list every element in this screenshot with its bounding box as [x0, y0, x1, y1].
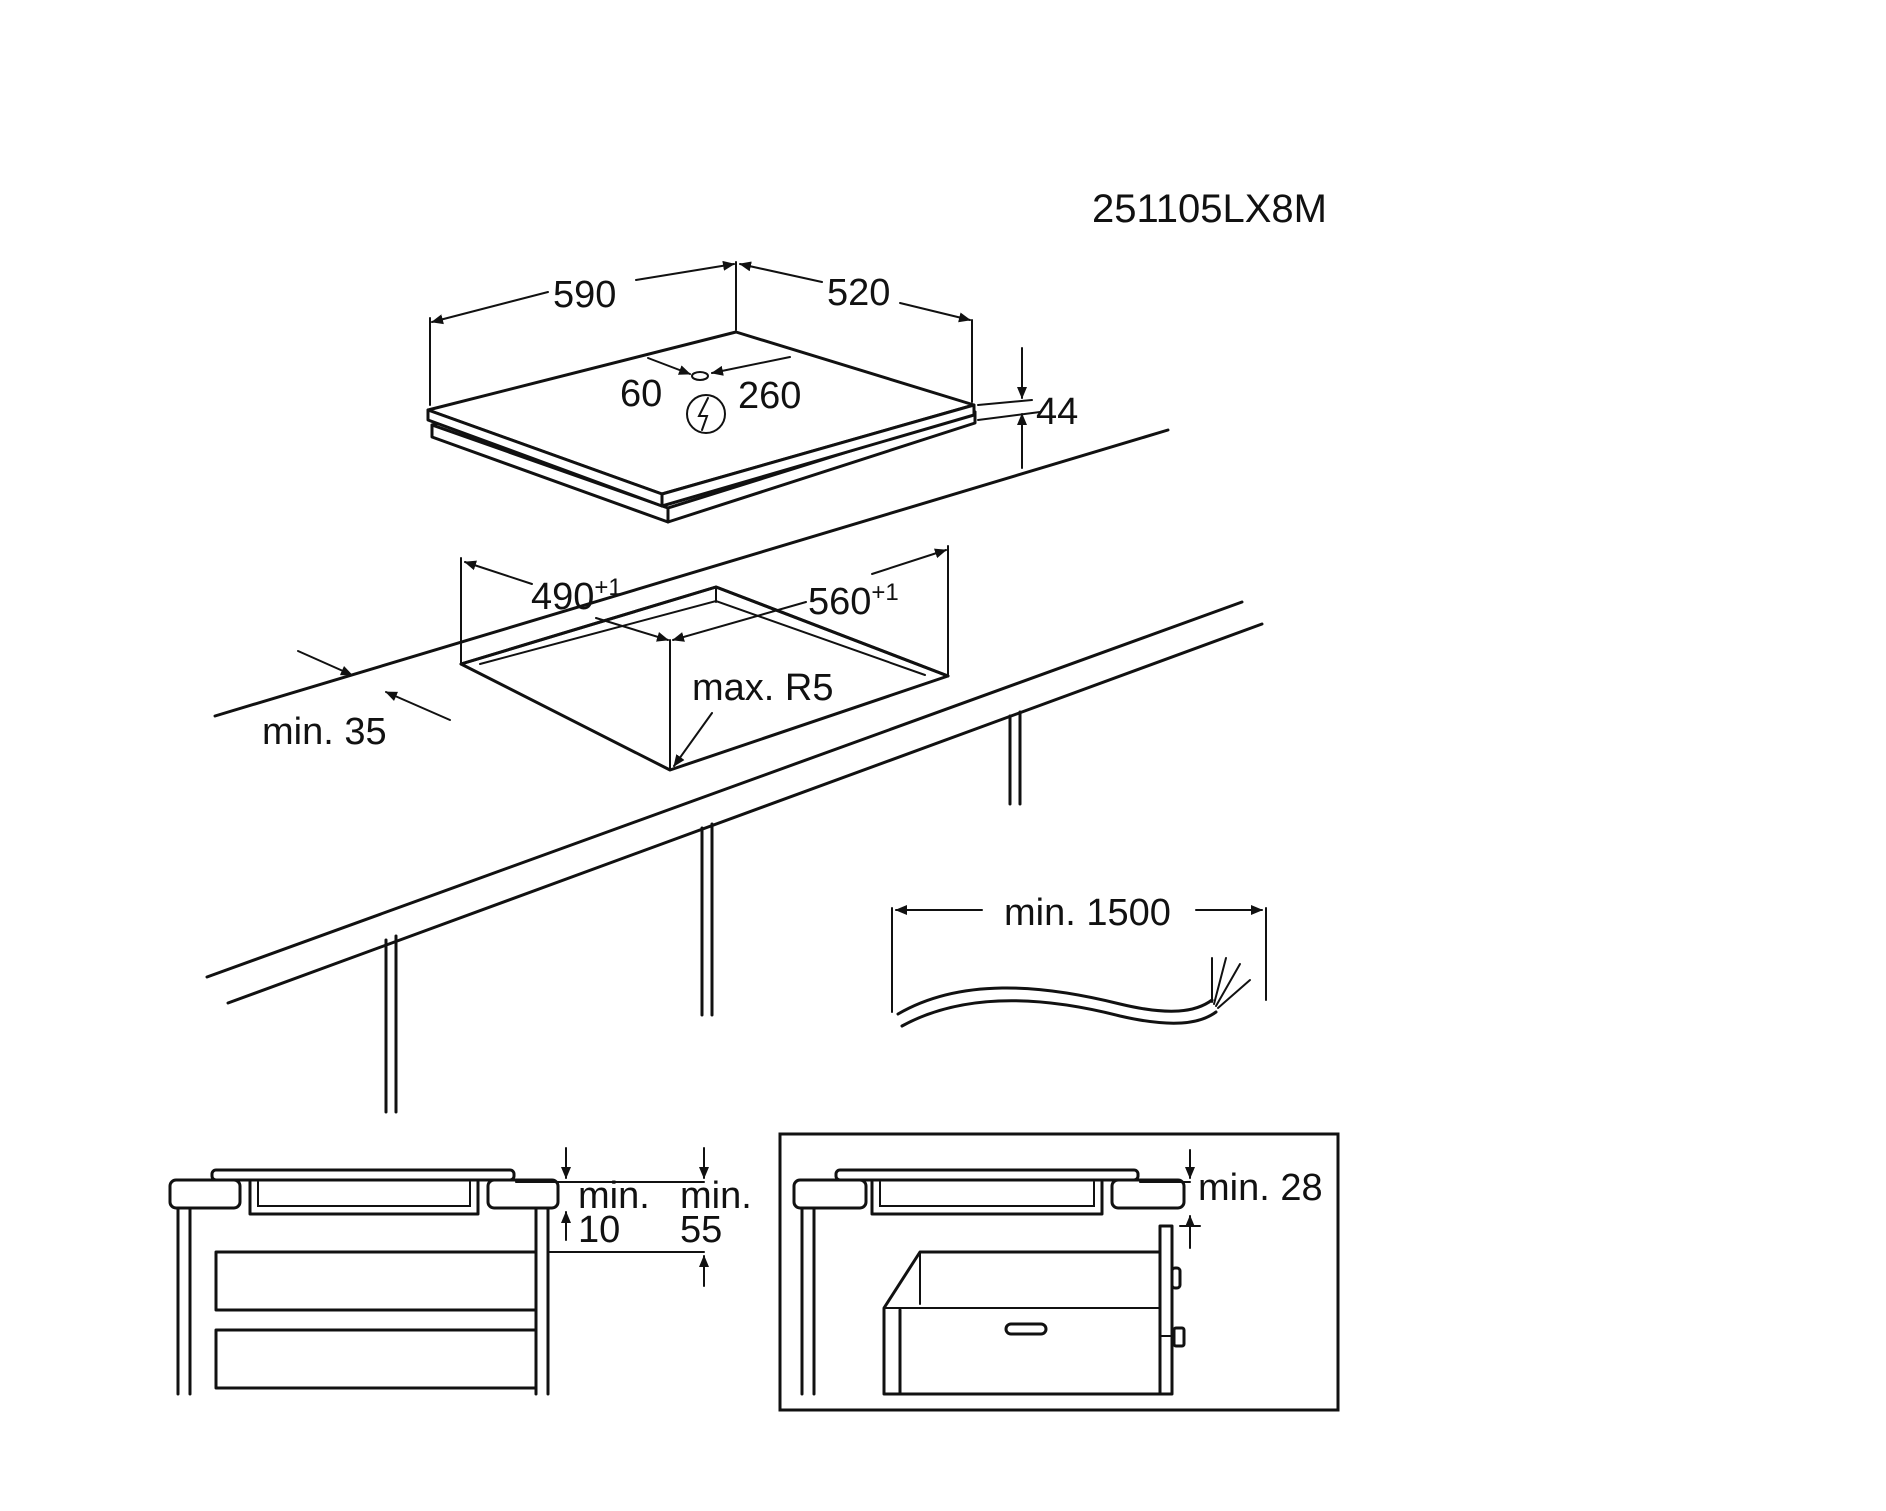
cable-offset-y-label: 260	[738, 375, 801, 417]
cutout-width-label: 560+1	[808, 579, 899, 623]
dim-front-margin: min. 35	[262, 650, 451, 753]
dim-hob-depth: 520	[739, 261, 973, 403]
clearance-top-label: min.	[578, 1175, 650, 1217]
worktop	[205, 428, 1264, 1114]
hob-depth-label: 520	[827, 272, 890, 314]
cable-offset-x-label: 60	[620, 373, 662, 415]
power-cable: min. 1500	[891, 892, 1267, 1028]
lightning-in-circle-icon	[686, 394, 726, 434]
dim-hob-height: 44	[977, 347, 1078, 469]
dim-hob-width: 590	[429, 260, 737, 406]
dim-corner-radius: max. R5	[673, 667, 833, 767]
clearance-bottom-value: 55	[680, 1209, 722, 1251]
dim-cutout-width: 560+1	[672, 545, 949, 677]
cable-length-label: min. 1500	[1004, 892, 1171, 934]
clearance-top-value: 10	[578, 1209, 620, 1251]
oven-clearance-label: min. 28	[1198, 1167, 1323, 1209]
dim-cutout-depth: 490+1	[460, 557, 669, 665]
cutout-depth-label: 490+1	[531, 574, 622, 618]
hob-height-label: 44	[1036, 391, 1078, 433]
side-view-oven: min. 28	[778, 1132, 1340, 1412]
front-margin-label: min. 35	[262, 711, 387, 753]
dim-cable-position: 60 260	[620, 356, 801, 417]
clearance-bottom-label: min.	[680, 1175, 752, 1217]
hob-width-label: 590	[553, 274, 616, 316]
model-code: 251105LX8M	[1092, 187, 1327, 231]
side-view-drawers: min. 10 min. 55	[168, 1147, 752, 1396]
corner-radius-label: max. R5	[692, 667, 833, 709]
hob-top-view	[426, 330, 977, 524]
